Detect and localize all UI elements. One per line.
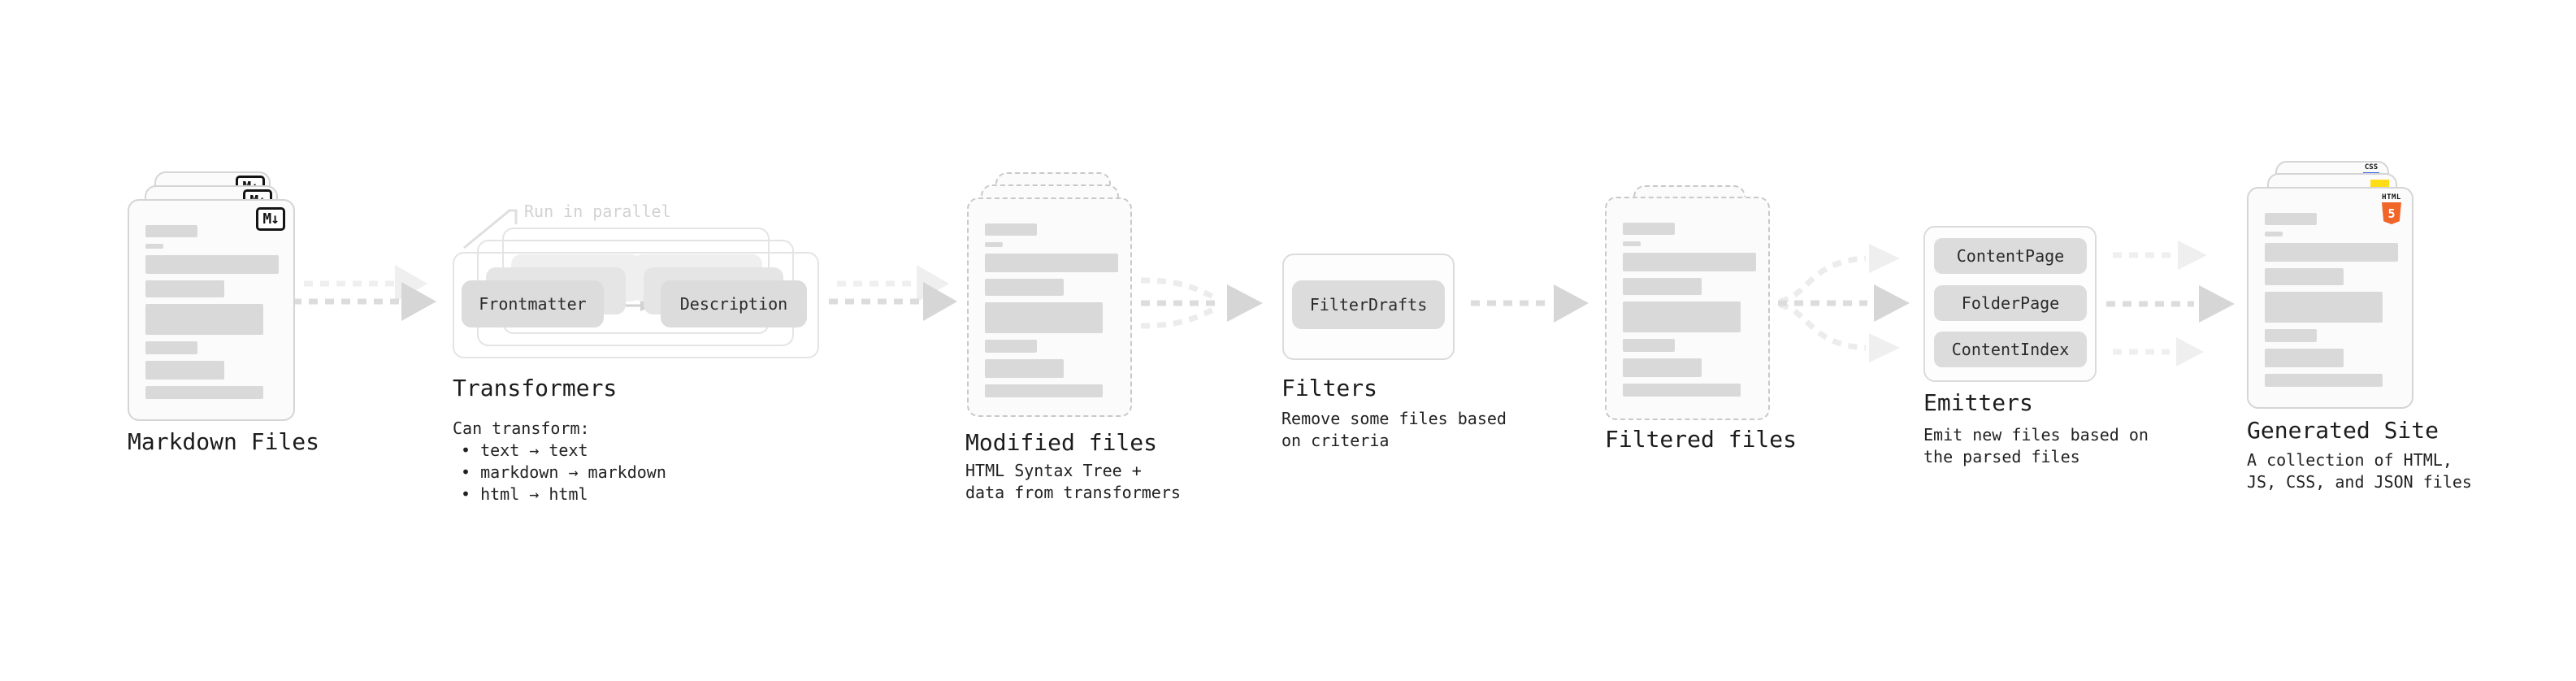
skeleton-bar	[145, 255, 279, 274]
generated-site-caption: A collection of HTML, JS, CSS, and JSON …	[2247, 450, 2472, 492]
document-skeleton-lines	[145, 225, 280, 406]
contentindex-node: ContentIndex	[1934, 332, 2087, 367]
skeleton-bar	[2265, 349, 2344, 367]
skeleton-bar	[2265, 329, 2317, 342]
skeleton-bar	[985, 223, 1037, 236]
skeleton-bar	[2265, 292, 2383, 323]
frontmatter-node: Frontmatter	[462, 280, 604, 327]
transformers-caption: Can transform: • text → text • markdown …	[453, 418, 666, 505]
document-skeleton-lines	[1623, 223, 1756, 403]
skeleton-bar	[1623, 241, 1641, 246]
stage-label-markdown-files: Markdown Files	[128, 428, 320, 455]
caption-bullet: • html → html	[461, 484, 588, 504]
skeleton-bar	[145, 244, 163, 249]
generated-html-card: HTML 5	[2247, 187, 2413, 409]
arrow-modified-to-filters	[1140, 277, 1263, 329]
skeleton-bar	[145, 386, 263, 399]
skeleton-bar	[1623, 278, 1702, 295]
skeleton-bar	[2265, 374, 2383, 387]
arrow-markdown-to-transformers	[293, 265, 436, 321]
stage-label-filtered-files: Filtered files	[1605, 426, 1798, 453]
skeleton-bar	[985, 302, 1103, 333]
skeleton-bar	[1623, 384, 1741, 397]
skeleton-bar	[985, 279, 1064, 296]
skeleton-bar	[1623, 253, 1756, 271]
skeleton-bar	[145, 280, 224, 297]
stage-label-transformers: Transformers	[453, 375, 618, 401]
document-skeleton-lines	[985, 223, 1118, 404]
skeleton-bar	[1623, 223, 1675, 235]
caption-bullet: • text → text	[461, 440, 588, 460]
emitters-caption: Emit new files based on the parsed files	[1923, 425, 2149, 466]
stage-label-generated-site: Generated Site	[2247, 417, 2439, 444]
stage-label-modified-files: Modified files	[965, 429, 1158, 456]
skeleton-bar	[1623, 301, 1741, 332]
skeleton-bar	[2265, 232, 2283, 236]
skeleton-bar	[145, 341, 197, 354]
skeleton-bar	[1623, 358, 1702, 377]
filterdrafts-node: FilterDrafts	[1292, 280, 1445, 329]
skeleton-bar	[145, 304, 263, 335]
filtered-file-card-front	[1605, 197, 1770, 420]
caption-line: Can transform:	[453, 419, 590, 438]
transformer-card-front	[453, 252, 819, 358]
stage-label-filters: Filters	[1281, 375, 1378, 401]
markdown-icon: M↓	[256, 207, 285, 231]
modified-files-caption: HTML Syntax Tree + data from transformer…	[965, 461, 1181, 502]
caption-bullet: • markdown → markdown	[461, 462, 666, 482]
stage-label-emitters: Emitters	[1923, 389, 2033, 416]
skeleton-bar	[985, 242, 1003, 247]
modified-file-card-front	[967, 197, 1132, 417]
arrow-filtered-to-emitters	[1778, 244, 1910, 362]
filters-caption: Remove some files based on criteria	[1281, 409, 1507, 450]
contentpage-node: ContentPage	[1934, 238, 2087, 274]
skeleton-bar	[985, 340, 1037, 353]
skeleton-bar	[145, 225, 197, 237]
skeleton-bar	[145, 361, 224, 380]
run-in-parallel-annotation: Run in parallel	[524, 202, 671, 221]
document-skeleton-lines	[2265, 213, 2399, 393]
html5-icon: HTML 5	[2381, 194, 2402, 224]
skeleton-bar	[2265, 268, 2344, 285]
skeleton-bar	[985, 359, 1064, 378]
arrow-emitters-to-generated	[2106, 241, 2235, 367]
skeleton-bar	[2265, 213, 2317, 225]
arrow-filters-to-filtered	[1471, 284, 1589, 323]
folderpage-node: FolderPage	[1934, 285, 2087, 321]
markdown-file-card-front: M↓	[128, 199, 295, 421]
arrow-transformers-to-modified	[829, 265, 957, 321]
skeleton-bar	[985, 384, 1103, 397]
skeleton-bar	[2265, 243, 2398, 262]
skeleton-bar	[1623, 339, 1675, 352]
description-node: Description	[661, 280, 807, 327]
skeleton-bar	[985, 254, 1118, 272]
